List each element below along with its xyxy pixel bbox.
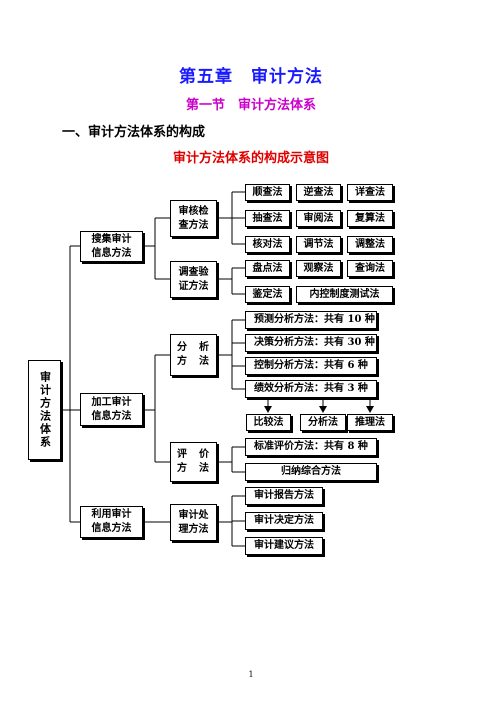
leaf-jianding: 鉴定法 <box>245 286 290 303</box>
leaf-tuili: 推理法 <box>347 414 393 431</box>
leaf-pandian: 盘点法 <box>245 260 290 277</box>
evaluate-box: 评 价 方 法 <box>170 442 217 482</box>
leaf-nizha: 逆查法 <box>296 184 341 201</box>
root-box: 审计方法体系 <box>28 360 61 460</box>
leaf-heduifa: 核对法 <box>245 236 290 253</box>
leaf-neikong: 内控制度测试法 <box>296 286 393 303</box>
leaf-fusuan: 复算法 <box>347 210 393 227</box>
leaf-tiaozheng: 调整法 <box>347 236 393 253</box>
leaf-chaxun: 查询法 <box>347 260 393 277</box>
process-info-box: 加工审计 信息方法 <box>80 393 143 426</box>
section-heading: 一、审计方法体系的构成 <box>62 125 206 140</box>
collect-info-box: 搜集审计 信息方法 <box>80 231 143 262</box>
leaf-chouzha: 抽查法 <box>245 210 290 227</box>
leaf-yuce: 预测分析方法：共有 10 种 <box>245 311 377 329</box>
leaf-jianyi: 审计建议方法 <box>245 537 323 555</box>
chapter-title: 第五章 审计方法 <box>179 67 323 87</box>
leaf-xiangzha: 详查法 <box>347 184 393 201</box>
leaf-guancha: 观察法 <box>296 260 341 277</box>
leaf-biaozhun: 标准评价方法：共有 8 种 <box>245 438 377 456</box>
leaf-juece: 决策分析方法：共有 30 种 <box>245 334 377 352</box>
leaf-guina: 归纳综合方法 <box>245 463 377 481</box>
leaf-shenyue: 审阅法 <box>296 210 341 227</box>
section-title: 第一节 审计方法体系 <box>185 98 316 113</box>
investigate-verify-box: 调查验 证方法 <box>170 261 217 298</box>
leaf-fenxi: 分析法 <box>300 414 346 431</box>
page-number: 1 <box>248 670 254 679</box>
leaf-jixiao: 绩效分析方法：共有 3 种 <box>245 380 377 398</box>
leaf-diaojie: 调节法 <box>296 236 341 253</box>
review-check-box: 审核检 查方法 <box>170 200 217 237</box>
leaf-bijiao: 比较法 <box>246 414 291 431</box>
use-info-box: 利用审计 信息方法 <box>80 506 143 538</box>
analyze-box: 分 析 方 法 <box>170 334 217 376</box>
handle-box: 审计处 理方法 <box>170 504 217 541</box>
leaf-baogao: 审计报告方法 <box>245 487 323 505</box>
leaf-shunzha: 顺查法 <box>245 184 290 201</box>
leaf-kongzhi: 控制分析方法：共有 6 种 <box>245 357 377 375</box>
leaf-jueding: 审计决定方法 <box>245 512 323 530</box>
figure-title: 审计方法体系的构成示意图 <box>172 151 329 166</box>
